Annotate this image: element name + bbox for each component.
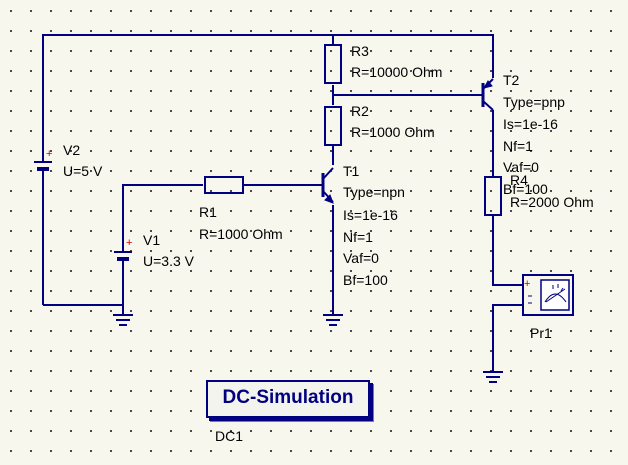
t1-bf: Bf=100 (343, 272, 388, 288)
probe-plus-sign: + (524, 278, 531, 290)
voltage-probe-pr1[interactable] (522, 274, 574, 316)
r2-value: R=1000 Ohm (351, 124, 435, 140)
r1-name: R1 (199, 204, 217, 220)
t1-nf: Nf=1 (343, 229, 373, 245)
r4-name: R4 (510, 172, 528, 188)
t2-vaf: Vaf=0 (503, 159, 539, 175)
resistor-r4[interactable] (484, 176, 502, 216)
dc-simulation-name: DC1 (215, 428, 244, 444)
resistor-r1[interactable] (204, 176, 244, 194)
source-v1[interactable] (114, 238, 132, 275)
t2-name: T2 (503, 72, 520, 88)
r3-value: R=10000 Ohm (351, 64, 443, 80)
resistor-r3[interactable] (324, 44, 342, 84)
r4-value: R=2000 Ohm (510, 194, 594, 210)
t2-type: Type=pnp (503, 94, 565, 110)
wire-v1-r1[interactable] (122, 184, 203, 238)
v2-name: V2 (63, 142, 81, 158)
v1-plus-sign: + (126, 237, 133, 249)
v1-name: V1 (143, 232, 161, 248)
t2-is: Is=1e-16 (503, 116, 558, 132)
t2-nf: Nf=1 (503, 138, 533, 154)
ground-2 (323, 314, 343, 326)
dc-simulation-block[interactable]: DC-Simulation (206, 380, 370, 418)
v2-value: U=5 V (63, 163, 103, 179)
t1-name: T1 (343, 163, 360, 179)
transistor-t1-npn[interactable] (318, 167, 334, 204)
v1-value: U=3.3 V (143, 253, 194, 269)
r2-name: R2 (351, 103, 369, 119)
dc-simulation-title: DC-Simulation (222, 387, 354, 408)
transistor-t2-pnp[interactable] (470, 78, 494, 111)
pr1-name: Pr1 (530, 325, 552, 341)
v2-plus-sign: + (46, 148, 53, 160)
wire-r4-probe[interactable] (492, 215, 523, 286)
ground-1 (113, 314, 133, 326)
t1-type: Type=npn (343, 184, 405, 200)
t2-bf: Bf=100 (503, 181, 548, 197)
wire-probe-ground[interactable] (492, 304, 523, 372)
r3-name: R3 (351, 43, 369, 59)
t1-is: Is=1e-16 (343, 207, 398, 223)
resistor-r2[interactable] (324, 106, 342, 146)
t1-vaf: Vaf=0 (343, 250, 379, 266)
r1-value: R=1000 Ohm (199, 226, 283, 242)
source-v2[interactable] (34, 132, 52, 188)
top-wire[interactable] (42, 34, 494, 132)
ground-3 (483, 371, 503, 383)
wires (42, 34, 523, 372)
